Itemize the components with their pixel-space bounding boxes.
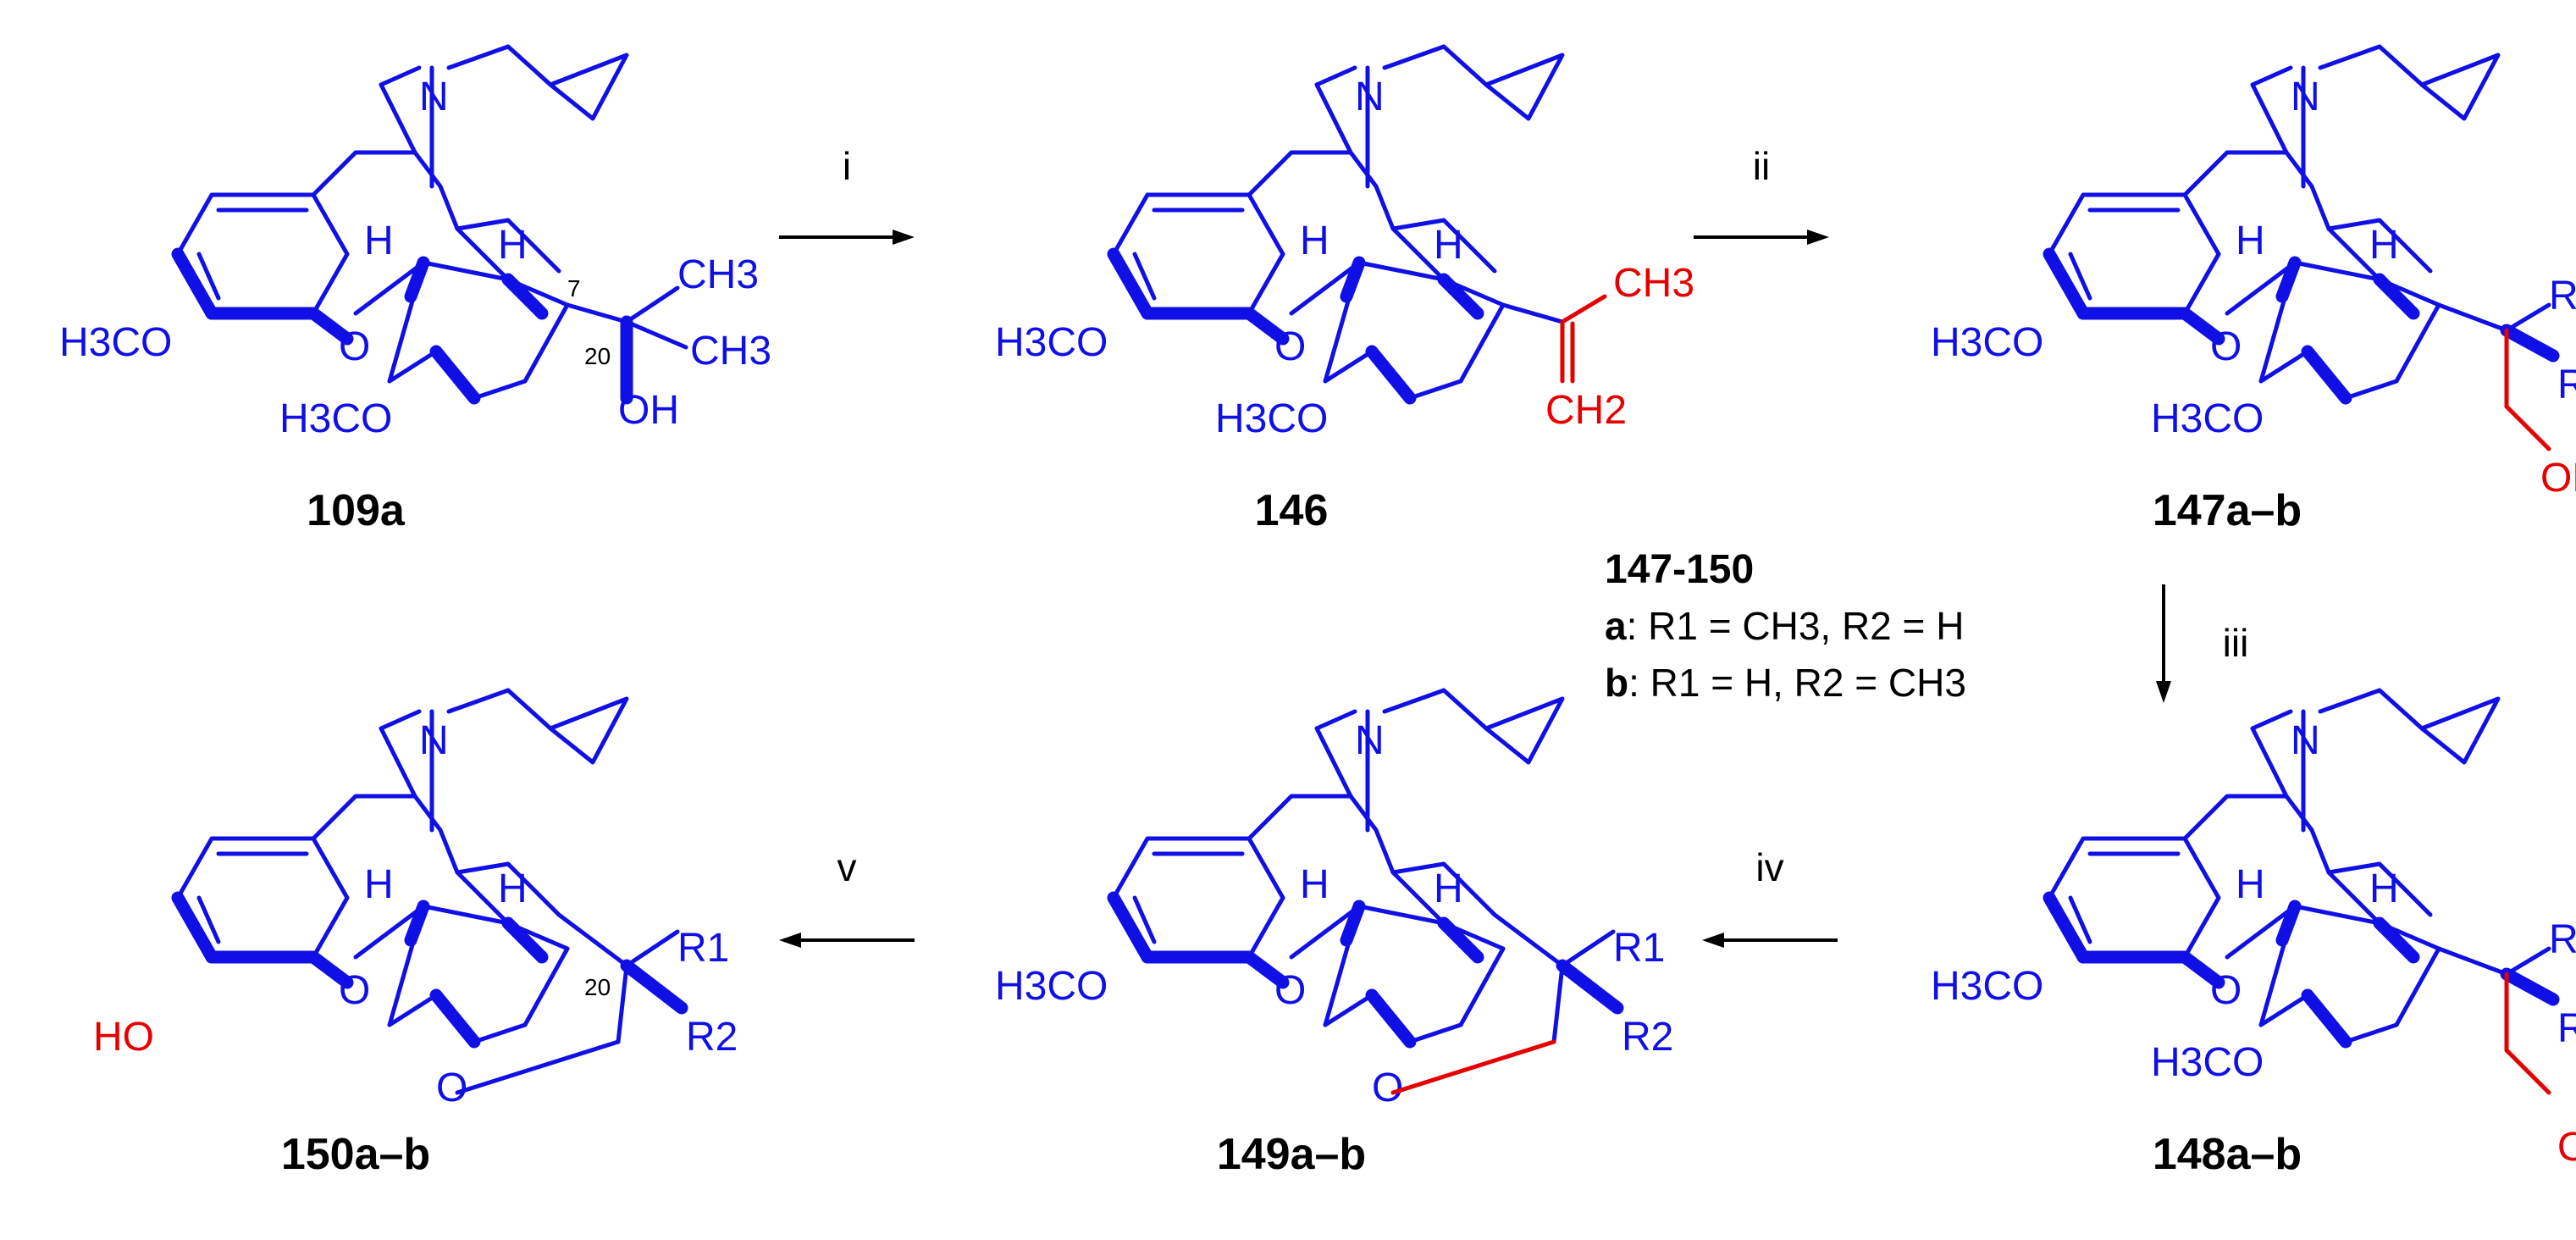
methoxy-3: H3CO [995,320,1108,365]
r2-substituent: R2 [2557,1006,2576,1051]
morphinan-skeleton [2049,47,2498,398]
reaction-step-5: v [779,845,915,948]
n-atom: N [1355,718,1385,763]
h-atom-1: H [1300,862,1329,907]
compound-label: 148a–b [2153,1130,2302,1179]
bridge-o-atom: O [1372,1066,1403,1110]
step-label: ii [1753,144,1770,188]
compound-c147: N H H O H3CO H3CO R1R2OH 147a–b [1931,47,2576,535]
morphinan-skeleton [1114,690,1562,1042]
legend-a-text: : R1 = CH3, R2 = H [1627,604,1965,648]
n-atom: N [419,718,449,763]
n-atom: N [2291,718,2320,763]
methoxy-3: H3CO [1931,320,2043,365]
r2-substituent: R2 [1622,1015,1673,1060]
legend-title: 147-150 [1605,547,1754,592]
r2-substituent: R2 [686,1015,738,1060]
ether-o-atom: O [1274,324,1306,369]
compound-label: 149a–b [1217,1130,1366,1179]
r1-substituent: R1 [1613,926,1665,971]
methoxy-6: H3CO [1215,396,1328,441]
compound-label: 150a–b [281,1130,430,1179]
methyl: CH3 [1613,261,1694,306]
h-atom-1: H [2236,219,2265,263]
ether-o-atom: O [2210,968,2242,1013]
reaction-step-3: iii [2156,584,2248,703]
legend-b-key: b [1605,661,1628,705]
morphinan-skeleton [178,47,627,398]
hydroxy: OH [618,388,679,433]
methoxy-3: H3CO [1931,964,2043,1009]
compound-c148: N H H O H3CO H3CO R1R2OMs 148a–b [1931,690,2576,1179]
h-atom-2: H [1434,223,1463,268]
methyl-2: CH3 [690,329,771,374]
h-atom-1: H [364,219,394,263]
n-atom: N [1355,75,1385,119]
legend-a-key: a [1605,604,1627,648]
bridge-o-atom: O [436,1066,467,1110]
mesylate: OMs [2557,1125,2576,1170]
methoxy-6: H3CO [2151,396,2264,441]
arrow-head [779,933,801,948]
r1-substituent: R1 [2549,917,2576,962]
phenol-hydroxy: HO [93,1015,154,1060]
legend-row-b: b: R1 = H, R2 = CH3 [1605,661,1966,705]
h-atom-2: H [2369,223,2399,268]
morphinan-skeleton [178,690,627,1042]
step-label: iii [2223,621,2249,665]
locant-20: 20 [584,343,611,369]
h-atom-2: H [1434,866,1463,911]
methoxy-3: H3CO [59,320,172,365]
methoxy-3: H3CO [995,964,1108,1009]
arrow-head [1807,230,1829,245]
methoxy-6: H3CO [279,396,392,441]
methoxy-6: H3CO [2151,1040,2264,1085]
h-atom-2: H [2369,866,2399,911]
ether-o-atom: O [1274,968,1306,1013]
legend-row-a: a: R1 = CH3, R2 = H [1605,604,1964,648]
step-label: v [837,845,857,889]
arrow-head [893,230,915,245]
ether-o-atom: O [2210,324,2242,369]
arrow-head [1702,933,1724,948]
compound-label: 146 [1255,486,1329,535]
step-label: i [843,144,851,188]
h-atom-2: H [498,223,528,268]
h-atom-1: H [2236,862,2265,907]
r1-substituent: R1 [2549,274,2576,318]
step-label: iv [1755,845,1783,889]
morphinan-skeleton [2049,690,2498,1042]
r2-substituent: R2 [2557,363,2576,407]
methylene: CH2 [1545,388,1627,433]
locant-20: 20 [584,974,611,1000]
n-atom: N [2291,75,2320,119]
legend-b-text: : R1 = H, R2 = CH3 [1628,661,1966,705]
h-atom-1: H [1300,219,1329,263]
hydroxy: OH [2540,456,2576,501]
reaction-step-2: ii [1694,144,1829,245]
compound-label: 147a–b [2153,486,2302,535]
h-atom-2: H [498,866,528,911]
locant-7: 7 [567,275,581,302]
compound-label: 109a [307,486,406,535]
ether-o-atom: O [339,324,370,369]
methyl-1: CH3 [677,252,759,297]
reaction-step-4: iv [1702,845,1838,948]
h-atom-1: H [364,862,394,907]
ether-o-atom: O [339,968,370,1013]
r1-substituent: R1 [677,926,729,971]
n-atom: N [419,75,449,119]
arrow-head [2156,681,2171,703]
morphinan-skeleton [1114,47,1562,398]
substituent-legend: 147-150 a: R1 = CH3, R2 = H b: R1 = H, R… [1605,547,1966,705]
reaction-step-1: i [779,144,915,245]
